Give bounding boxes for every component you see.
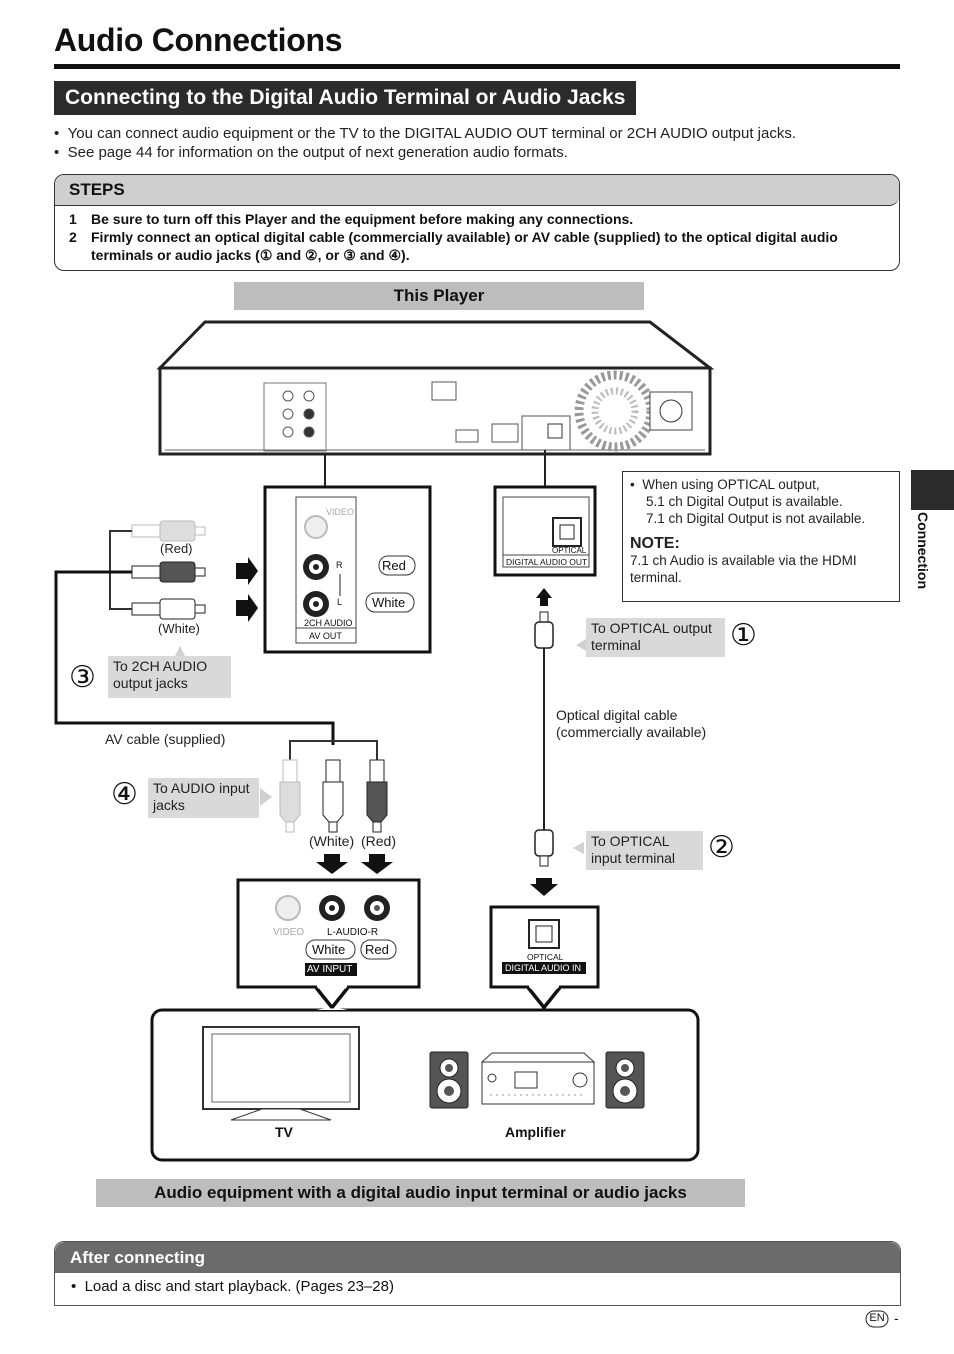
plug-white-label: (White) bbox=[158, 621, 200, 636]
white-badge: White bbox=[372, 595, 406, 610]
digital-audio-out-label: DIGITAL AUDIO OUT bbox=[506, 557, 588, 567]
l-audio-r-label: L-AUDIO-R bbox=[327, 927, 379, 938]
tv-illustration bbox=[202, 1026, 360, 1121]
plug-red-lower-label: (Red) bbox=[361, 833, 397, 849]
l-label: L bbox=[337, 597, 343, 607]
intro-bullet: • You can connect audio equipment or the… bbox=[54, 125, 797, 142]
equipment-label: Audio equipment with a digital audio inp… bbox=[96, 1179, 745, 1207]
plug-white-lower-label: (White) bbox=[309, 833, 355, 849]
r-label: R bbox=[336, 560, 343, 570]
page-dash: - bbox=[894, 1310, 899, 1326]
optical-out-label: OPTICAL bbox=[552, 546, 587, 555]
tv-red-badge: Red bbox=[365, 942, 389, 957]
av-cable-label: AV cable (supplied) bbox=[105, 731, 226, 747]
to-audio-in-callout: To AUDIO input jacks bbox=[148, 778, 259, 818]
to-optical-out-callout: To OPTICAL output terminal bbox=[586, 618, 725, 657]
rca-plugs-lower bbox=[279, 759, 388, 833]
step-item: 1 Be sure to turn off this Player and th… bbox=[69, 211, 634, 227]
to-optical-in-callout: To OPTICAL input terminal bbox=[586, 831, 703, 870]
digital-in-callout bbox=[489, 905, 600, 1010]
circled-three: ③ bbox=[69, 661, 96, 694]
optical-in-label: OPTICAL bbox=[527, 952, 564, 962]
optical-cable bbox=[530, 588, 558, 896]
step-item: 2 Firmly connect an optical digital cabl… bbox=[69, 229, 838, 263]
circled-one: ① bbox=[730, 619, 757, 652]
note-box: • When using OPTICAL output, 5.1 ch Digi… bbox=[622, 471, 900, 602]
optical-cable-label: Optical digital cable (commercially avai… bbox=[556, 707, 707, 740]
side-tab-label: Connection bbox=[915, 512, 931, 589]
to-2ch-callout: To 2CH AUDIO output jacks bbox=[108, 656, 231, 698]
intro-bullets: • You can connect audio equipment or the… bbox=[54, 124, 914, 162]
av-input-callout bbox=[236, 878, 421, 1010]
language-badge: EN bbox=[869, 1312, 885, 1324]
section-heading: Connecting to the Digital Audio Terminal… bbox=[54, 81, 637, 115]
tv-video-label: VIDEO bbox=[273, 927, 305, 938]
after-connecting-heading: After connecting bbox=[55, 1242, 900, 1273]
plug-red-label: (Red) bbox=[160, 541, 193, 556]
player-rear-panel bbox=[156, 320, 715, 456]
tv-white-badge: White bbox=[312, 942, 346, 957]
after-connecting-box: After connecting • Load a disc and start… bbox=[54, 1241, 901, 1306]
digital-audio-in-label: DIGITAL AUDIO IN bbox=[505, 963, 582, 973]
rca-plugs-upper bbox=[109, 520, 206, 620]
this-player-label: This Player bbox=[234, 282, 644, 310]
side-tab-marker bbox=[911, 470, 954, 510]
av-input-label: AV INPUT bbox=[307, 964, 353, 975]
amplifier-label: Amplifier bbox=[505, 1124, 566, 1140]
digital-out-callout bbox=[493, 485, 597, 577]
intro-bullet: • See page 44 for information on the out… bbox=[54, 144, 568, 161]
2ch-audio-label: 2CH AUDIO bbox=[304, 618, 353, 628]
video-label: VIDEO bbox=[326, 507, 355, 517]
note-bullet: • When using OPTICAL output, bbox=[630, 477, 820, 492]
red-badge: Red bbox=[382, 558, 406, 573]
tv-label: TV bbox=[275, 1124, 293, 1140]
page-title: Audio Connections bbox=[54, 22, 343, 58]
steps-heading: STEPS bbox=[55, 175, 899, 206]
note-heading: NOTE: bbox=[630, 535, 680, 552]
title-rule bbox=[54, 64, 900, 69]
av-out-callout bbox=[263, 485, 432, 654]
av-out-label: AV OUT bbox=[309, 631, 342, 641]
note-text: 7.1 ch Audio is available via the HDMI t… bbox=[630, 553, 857, 585]
amplifier-illustration bbox=[429, 1051, 645, 1109]
circled-four: ④ bbox=[111, 778, 138, 811]
after-connecting-text: • Load a disc and start playback. (Pages… bbox=[71, 1278, 394, 1295]
circled-two: ② bbox=[708, 831, 735, 864]
steps-box: STEPS 1 Be sure to turn off this Player … bbox=[54, 174, 900, 271]
